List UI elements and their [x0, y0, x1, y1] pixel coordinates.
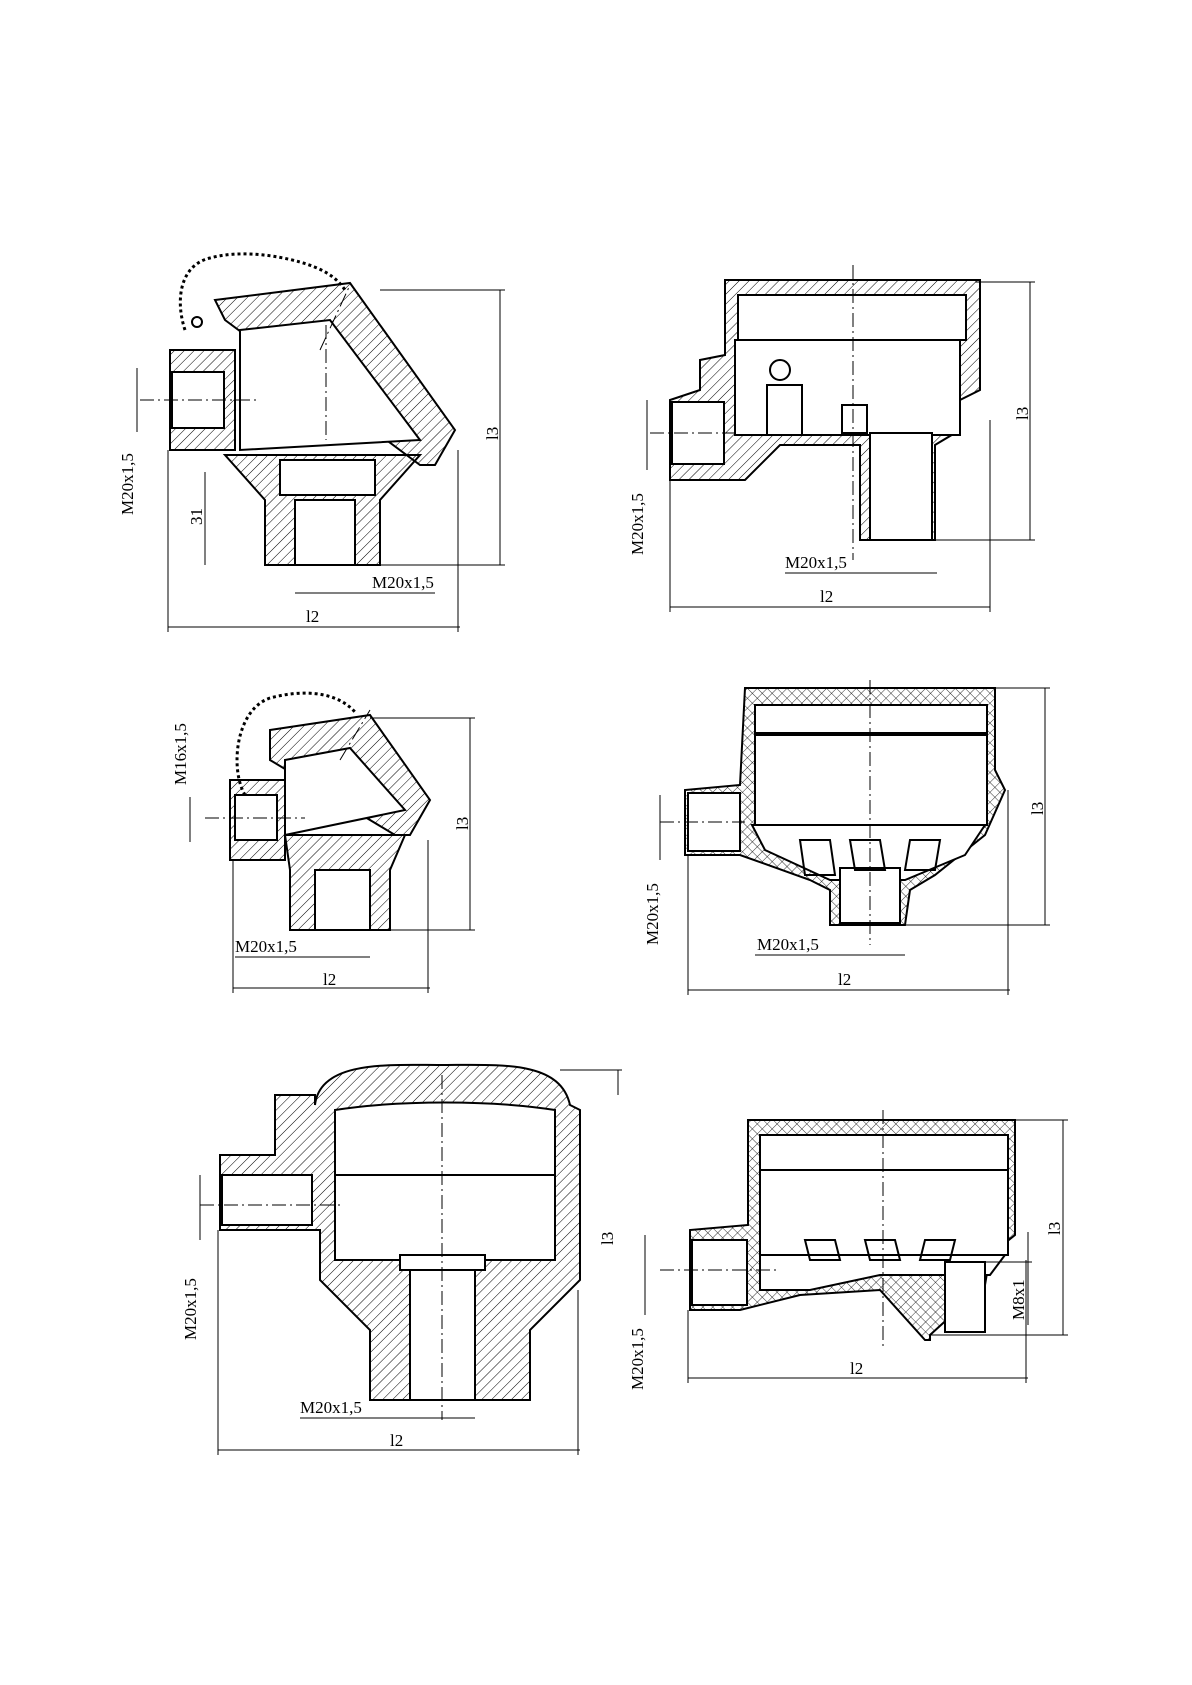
drawing-head-5: M20x1,5 l3 M20x1,5 l2	[181, 1065, 622, 1455]
head-2-bottom-thread-label: M20x1,5	[785, 553, 847, 572]
head-3-height-label: l3	[453, 817, 472, 830]
head-2-width-label: l2	[820, 587, 833, 606]
head-1-bottom-thread-label: M20x1,5	[372, 573, 434, 592]
head-6-side-thread-label: M20x1,5	[628, 1328, 647, 1390]
head-3-side-thread-label: M16x1,5	[171, 723, 190, 785]
head-3-bottom-thread-label: M20x1,5	[235, 937, 297, 956]
head-4-bottom-thread-label: M20x1,5	[757, 935, 819, 954]
drawing-head-6: M20x1,5 l3 M8x1 l2	[628, 1110, 1068, 1390]
head-1-width-label: l2	[306, 607, 319, 626]
head-2-side-thread-label: M20x1,5	[628, 493, 647, 555]
drawing-head-4: M20x1,5 l3 M20x1,5 l2	[643, 680, 1050, 995]
head-5-bottom-thread-label: M20x1,5	[300, 1398, 362, 1417]
drawing-head-3: M16x1,5 l3 M20x1,5 l2	[171, 693, 475, 993]
head-4-height-label: l3	[1028, 802, 1047, 815]
head-3-width-label: l2	[323, 970, 336, 989]
head-6-height-label: l3	[1045, 1222, 1064, 1235]
head-4-side-thread-label: M20x1,5	[643, 883, 662, 945]
head-6-bottom-thread-label: M8x1	[1009, 1279, 1028, 1320]
head-1-side-thread-label: M20x1,5	[118, 453, 137, 515]
drawing-head-2: M20x1,5 l3 M20x1,5 l2	[628, 265, 1035, 612]
head-1-height-label: l3	[483, 427, 502, 440]
head-5-side-thread-label: M20x1,5	[181, 1278, 200, 1340]
drawing-head-1: M20x1,5 31 l3 M20x1,5 l2	[118, 254, 505, 632]
head-4-width-label: l2	[838, 970, 851, 989]
head-5-width-label: l2	[390, 1431, 403, 1450]
head-5-height-label: l3	[598, 1232, 617, 1245]
head-2-height-label: l3	[1013, 407, 1032, 420]
head-1-height-31-label: 31	[187, 508, 206, 525]
head-6-width-label: l2	[850, 1359, 863, 1378]
